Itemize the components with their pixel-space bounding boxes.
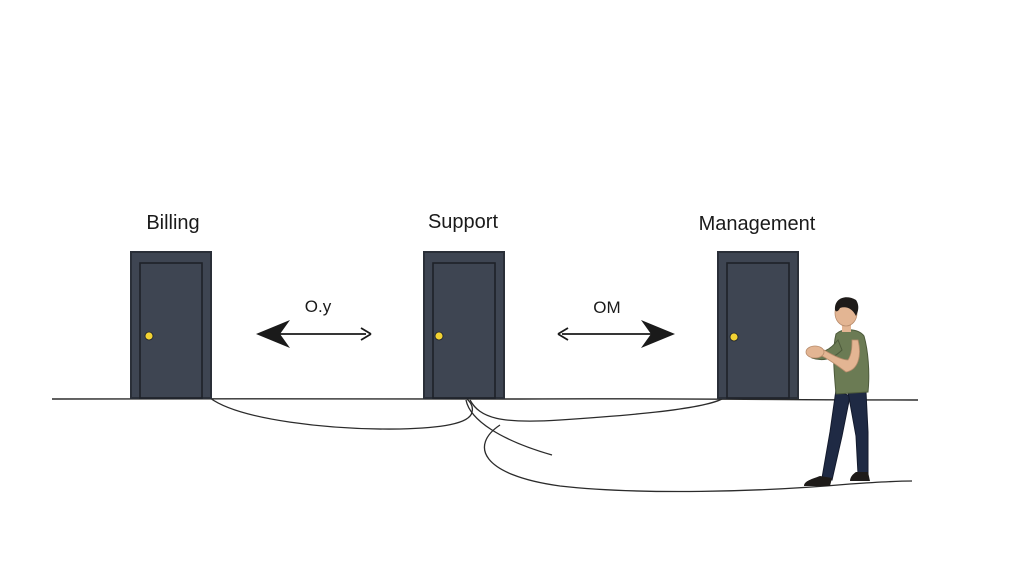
door-knob: [144, 331, 154, 341]
person-leg-front: [847, 391, 869, 475]
arrowhead-right: [360, 327, 372, 341]
person-hair: [834, 297, 859, 316]
path-support-branch: [465, 399, 553, 456]
path-support-loop: [483, 424, 913, 493]
person-figure: [804, 297, 870, 486]
person-shoe-front: [850, 472, 870, 481]
path-support-to-management: [469, 398, 723, 422]
arrowhead-left: [256, 320, 290, 348]
person-arm-front: [821, 339, 860, 373]
door-knob: [729, 332, 739, 342]
door-label-management: Management: [699, 213, 816, 235]
door-billing[interactable]: [130, 251, 212, 399]
door-label-support: Support: [428, 211, 498, 233]
arrowhead-right: [641, 320, 675, 348]
person-shoe-back: [804, 476, 832, 486]
door-panel: [432, 262, 496, 399]
arrow-billing-support: O.y: [256, 297, 372, 348]
door-support[interactable]: [423, 251, 505, 399]
arrow-label-right: OM: [593, 298, 620, 317]
arrow-label-left: O.y: [305, 297, 332, 316]
arrow-support-management: OM: [557, 298, 675, 348]
door-knob: [434, 331, 444, 341]
door-panel: [139, 262, 203, 399]
door-label-billing: Billing: [146, 212, 199, 234]
door-panel: [726, 262, 790, 399]
person-leg-back: [821, 389, 851, 481]
path-billing-to-support: [209, 397, 474, 430]
person-hands: [805, 345, 825, 359]
door-management[interactable]: [717, 251, 799, 399]
arrowhead-left: [557, 327, 569, 341]
